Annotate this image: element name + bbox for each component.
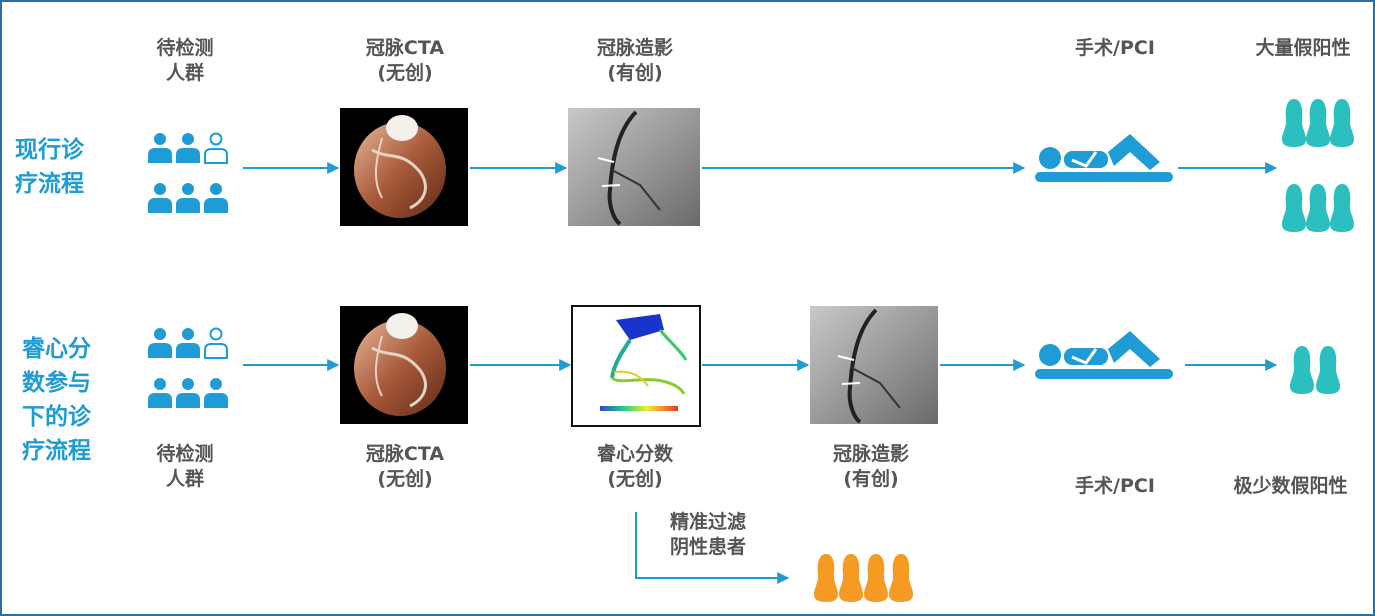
row1-step-result-label: 大量假阳性 [1255, 37, 1351, 59]
row2-side-label: 睿心分 数参与 下的诊 疗流程 [22, 336, 91, 464]
row2-false-positive-icon [1290, 346, 1340, 394]
row1-false-positive-icon [1282, 99, 1354, 232]
row2-ffr-model-image [571, 305, 701, 427]
filtered-negative-patients-icon [814, 554, 913, 602]
row2-population-icon [148, 327, 228, 408]
row2-heart-ct-image [340, 306, 468, 424]
filter-negative-label: 精准过滤阴性患者 [669, 511, 746, 558]
row2-arrows [243, 359, 1278, 584]
row1-surgery-icon [1033, 132, 1175, 184]
row2-step-population-label: 待检测人群 [156, 443, 214, 490]
row2-step-result-label: 极少数假阳性 [1233, 475, 1348, 497]
row2-step-score-label: 睿心分数(无创) [596, 443, 673, 490]
row1-side-label: 现行诊 疗流程 [15, 137, 84, 197]
row1-step-population-label: 待检测人群 [156, 37, 214, 84]
row1-step-surgery-label: 手术/PCI [1075, 37, 1155, 59]
row1-step-cta-label: 冠脉CTA(无创) [365, 37, 445, 84]
row1-heart-ct-image [340, 108, 468, 226]
row1-step-angiography-label: 冠脉造影(有创) [596, 37, 673, 84]
row1-population-icon [148, 132, 228, 213]
row2-step-surgery-label: 手术/PCI [1075, 475, 1155, 497]
row2-surgery-icon [1033, 329, 1175, 381]
row2-angiography-image [810, 306, 938, 424]
row1-angiography-image [568, 108, 700, 226]
row2-step-angiography-label: 冠脉造影(有创) [832, 443, 909, 490]
row2-step-cta-label: 冠脉CTA(无创) [365, 443, 445, 490]
